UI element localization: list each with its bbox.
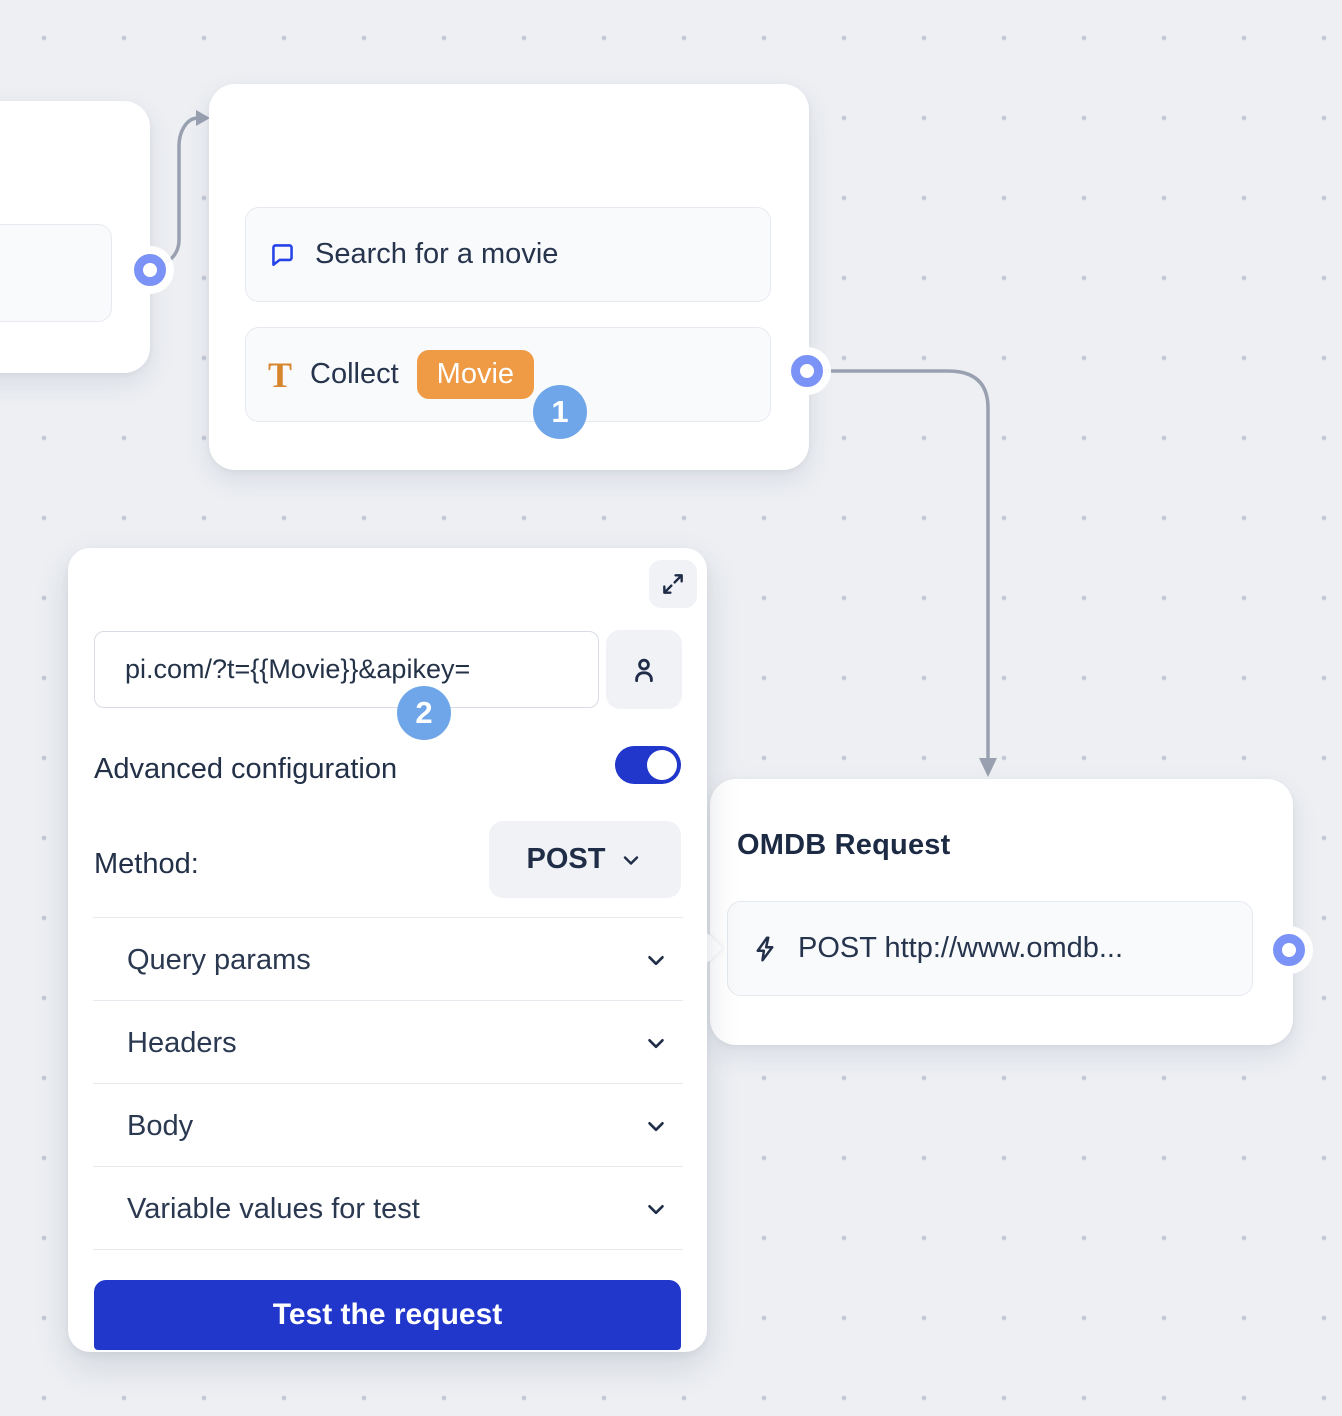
expand-button[interactable] <box>649 560 697 608</box>
section-label: Query params <box>127 943 311 976</box>
node-item[interactable] <box>0 224 112 322</box>
chevron-down-icon <box>643 1113 669 1139</box>
step-badge-2: 2 <box>397 686 451 740</box>
person-icon <box>627 653 661 687</box>
node-item-send-message[interactable]: Search for a movie <box>245 207 771 302</box>
section-label: Body <box>127 1109 194 1142</box>
method-label: Method: <box>94 848 199 880</box>
test-request-button[interactable]: Test the request <box>94 1280 681 1350</box>
omdb-output-port[interactable] <box>1273 934 1305 966</box>
expand-icon <box>660 571 686 597</box>
chevron-down-icon <box>643 947 669 973</box>
toggle-knob <box>647 750 677 780</box>
movie-search-node[interactable]: Movie search Search for a movie T Collec… <box>209 84 809 470</box>
item-label: POST http://www.omdb... <box>798 932 1124 964</box>
item-label: Collect <box>310 358 399 390</box>
chat-bubble-icon <box>268 240 297 269</box>
node-title: OMDB Request <box>737 829 951 861</box>
section-body[interactable]: Body <box>93 1085 683 1167</box>
divider <box>93 917 683 918</box>
advanced-configuration-toggle[interactable] <box>615 746 681 784</box>
output-port[interactable] <box>134 254 166 286</box>
advanced-configuration-label: Advanced configuration <box>94 753 398 785</box>
section-label: Headers <box>127 1026 237 1059</box>
node-item-webhook[interactable]: POST http://www.omdb... <box>727 901 1253 996</box>
url-input-value: pi.com/?t={{Movie}}&apikey= <box>125 654 471 684</box>
variable-chip[interactable]: Movie <box>416 350 535 399</box>
section-variable-values[interactable]: Variable values for test <box>93 1168 683 1250</box>
section-query-params[interactable]: Query params <box>93 919 683 1001</box>
chevron-down-icon <box>643 1196 669 1222</box>
text-input-icon: T <box>268 354 293 395</box>
section-headers[interactable]: Headers <box>93 1002 683 1084</box>
chevron-down-icon <box>619 848 643 872</box>
movie-search-output-port[interactable] <box>791 355 823 387</box>
step-badge-1: 1 <box>533 385 587 439</box>
node-item-collect-variable[interactable]: T Collect Movie <box>245 327 771 422</box>
section-label: Variable values for test <box>127 1192 420 1225</box>
item-label: Search for a movie <box>315 238 559 270</box>
divider <box>93 1249 683 1250</box>
divider <box>93 1000 683 1001</box>
omdb-request-node[interactable]: OMDB Request POST http://www.omdb... <box>710 779 1293 1045</box>
method-value: POST <box>526 843 606 875</box>
method-select[interactable]: POST <box>489 821 681 898</box>
url-input[interactable]: pi.com/?t={{Movie}}&apikey= <box>94 631 599 708</box>
insert-variable-button[interactable] <box>606 630 682 709</box>
divider <box>93 1083 683 1084</box>
partial-node-card[interactable] <box>0 101 150 373</box>
lightning-icon <box>750 934 780 964</box>
webhook-config-panel: pi.com/?t={{Movie}}&apikey= Advanced con… <box>68 548 707 1352</box>
divider <box>93 1166 683 1167</box>
chevron-down-icon <box>643 1030 669 1056</box>
